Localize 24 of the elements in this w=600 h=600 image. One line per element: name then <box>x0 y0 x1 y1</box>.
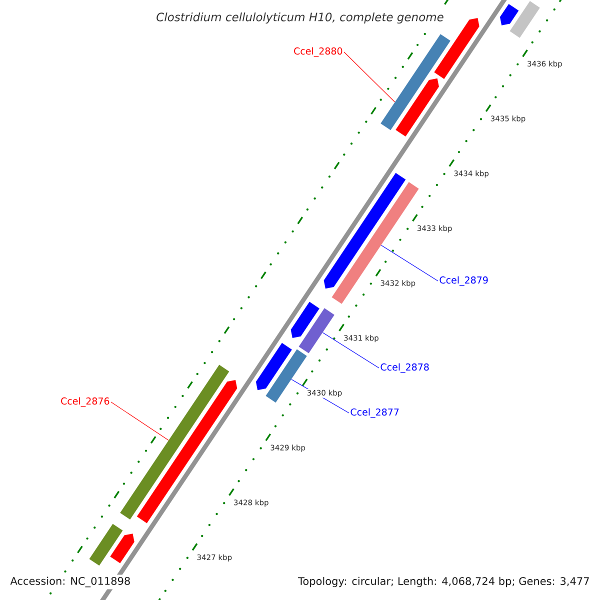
gene-bar <box>380 34 450 130</box>
gene-bar <box>266 349 307 403</box>
gene-block <box>110 534 134 564</box>
gene-bar <box>89 524 123 566</box>
title: Clostridium cellulolyticum H10, complete genome <box>152 9 448 27</box>
gene-block <box>256 342 292 390</box>
gene-block <box>290 302 320 338</box>
leader-line <box>380 244 438 282</box>
gene-block <box>396 78 439 137</box>
gene-bar <box>120 364 230 520</box>
genome-info: Topology: circular; Length: 4,068,724 bp; Genes: 3,477 <box>296 574 592 590</box>
gene-label: Ccel_2876 <box>61 397 110 407</box>
leader-line <box>110 402 169 440</box>
gene-bar <box>332 182 419 304</box>
gene-label: Ccel_2880 <box>294 47 342 57</box>
gene-bar <box>510 1 540 38</box>
accession-label: Accession: NC_011898 <box>8 574 133 590</box>
gene-label: Ccel_2879 <box>440 276 488 286</box>
gene-label: Ccel_2878 <box>380 363 429 373</box>
gene-block <box>500 4 519 26</box>
leader-line <box>344 52 396 102</box>
gene-bar <box>298 308 334 354</box>
leader-line <box>322 332 380 368</box>
gene-label: Ccel_2877 <box>350 408 399 418</box>
